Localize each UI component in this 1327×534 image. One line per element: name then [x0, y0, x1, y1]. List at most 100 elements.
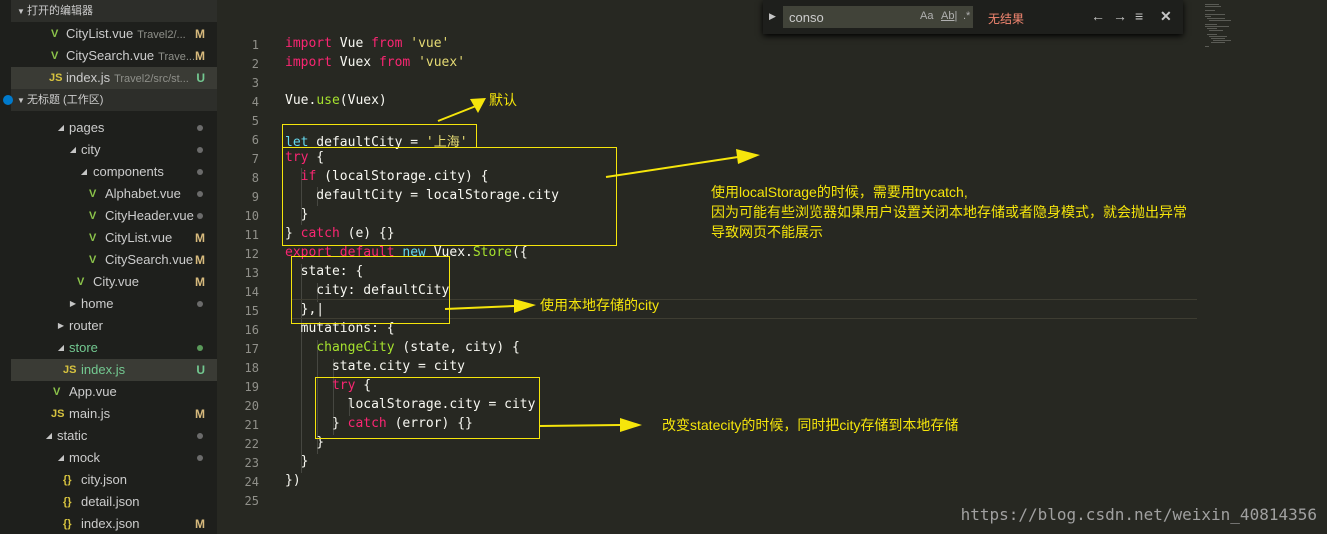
status-dot	[197, 433, 203, 439]
tree-file[interactable]: V City.vue M	[11, 271, 217, 293]
js-file-icon: JS	[49, 72, 63, 84]
code-line: },|	[285, 302, 325, 317]
regex-toggle[interactable]: .*	[963, 10, 971, 22]
vue-file-icon: V	[77, 276, 85, 288]
line-number: 25	[244, 494, 259, 508]
match-case-toggle[interactable]: Aa	[920, 10, 934, 22]
line-number: 14	[244, 285, 259, 299]
line-number: 2	[251, 57, 259, 71]
line-number: 4	[251, 95, 259, 109]
tree-file[interactable]: V App.vue	[11, 381, 217, 403]
code-line: } catch (e) {}	[285, 226, 395, 241]
open-editors-header[interactable]: ▼打开的编辑器	[11, 0, 217, 22]
activity-gutter	[0, 0, 11, 534]
vue-file-icon: V	[51, 50, 59, 62]
status-dot	[197, 301, 203, 307]
tree-folder-components[interactable]: ◢ components	[11, 161, 217, 183]
code-line: }	[285, 207, 309, 222]
minimap[interactable]	[1197, 0, 1327, 534]
tree-folder-store[interactable]: ◢ store	[11, 337, 217, 359]
annotation-default: 默认	[489, 92, 517, 108]
line-number: 10	[244, 209, 259, 223]
code-line: try {	[285, 150, 325, 165]
line-number: 22	[244, 437, 259, 451]
code-line: defaultCity = localStorage.city	[285, 188, 559, 203]
chevron-down-icon: ▼	[17, 7, 25, 16]
code-line: state.city = city	[285, 359, 466, 374]
find-input[interactable]: conso	[789, 10, 824, 25]
annotation-mutation: 改变statecity的时候，同时把city存储到本地存储	[662, 417, 959, 433]
json-file-icon: {}	[63, 518, 72, 530]
line-number: 7	[251, 152, 259, 166]
workspace-header[interactable]: ▼无标题 (工作区)	[11, 89, 217, 111]
find-widget: ▶ conso Aa Ab| .* 无结果 ← → ≡ ✕	[763, 0, 1183, 34]
code-line: state: {	[285, 264, 364, 279]
tree-folder-mock[interactable]: ◢ mock	[11, 447, 217, 469]
line-number: 5	[251, 114, 259, 128]
close-icon[interactable]: ✕	[1160, 8, 1172, 24]
tree-folder-router[interactable]: ▶ router	[11, 315, 217, 337]
chevron-down-icon: ◢	[57, 453, 65, 462]
tree-file-active[interactable]: JS index.js U	[11, 359, 217, 381]
code-line: }	[285, 435, 325, 450]
code-line: import Vue from 'vue'	[285, 36, 450, 51]
status-dot	[197, 191, 203, 197]
line-number: 13	[244, 266, 259, 280]
tree-file[interactable]: V CityList.vue M	[11, 227, 217, 249]
tree-file[interactable]: {} city.json	[11, 469, 217, 491]
workspace-indicator-icon	[3, 95, 13, 105]
annotation-state: 使用本地存储的city	[540, 297, 659, 313]
whole-word-toggle[interactable]: Ab|	[941, 10, 958, 22]
tree-file[interactable]: JS main.js M	[11, 403, 217, 425]
js-file-icon: JS	[63, 364, 77, 376]
find-in-selection-icon[interactable]: ≡	[1135, 8, 1144, 24]
vue-file-icon: V	[51, 28, 59, 40]
code-line: changeCity (state, city) {	[316, 340, 520, 355]
find-input-box[interactable]: conso Aa Ab| .*	[783, 6, 973, 28]
tree-folder-static[interactable]: ◢ static	[11, 425, 217, 447]
chevron-down-icon: ▼	[17, 96, 25, 105]
arrow-down-icon[interactable]: →	[1113, 8, 1127, 24]
line-number: 8	[251, 171, 259, 185]
line-number: 18	[244, 361, 259, 375]
tree-folder-city[interactable]: ◢ city	[11, 139, 217, 161]
line-number: 23	[244, 456, 259, 470]
code-line: try {	[331, 378, 372, 393]
js-file-icon: JS	[51, 408, 65, 420]
tree-file[interactable]: V CitySearch.vue M	[11, 249, 217, 271]
chevron-down-icon: ◢	[57, 343, 65, 352]
arrow-up-icon[interactable]: ←	[1091, 8, 1105, 24]
chevron-down-icon: ◢	[69, 145, 77, 154]
tree-folder-home[interactable]: ▶ home	[11, 293, 217, 315]
chevron-right-icon[interactable]: ▶	[769, 11, 776, 21]
json-file-icon: {}	[63, 474, 72, 486]
code-line: if (localStorage.city) {	[300, 169, 489, 184]
vue-file-icon: V	[89, 232, 97, 244]
tree-file[interactable]: V Alphabet.vue	[11, 183, 217, 205]
tree-file[interactable]: {} detail.json	[11, 491, 217, 513]
line-number: 24	[244, 475, 259, 489]
line-number: 1	[251, 38, 259, 52]
vue-file-icon: V	[89, 210, 97, 222]
vue-file-icon: V	[53, 386, 61, 398]
highlight-box	[291, 256, 450, 324]
line-number: 12	[244, 247, 259, 261]
find-result-text: 无结果	[988, 12, 1025, 26]
status-dot	[197, 455, 203, 461]
line-number: 9	[251, 190, 259, 204]
tree-file[interactable]: {} index.json M	[11, 513, 217, 534]
tree-file[interactable]: V CityHeader.vue	[11, 205, 217, 227]
status-dot	[197, 213, 203, 219]
tree-folder-pages[interactable]: ◢ pages	[11, 117, 217, 139]
chevron-down-icon: ◢	[57, 123, 65, 132]
code-line: let defaultCity = '上海'	[285, 135, 468, 150]
line-number: 11	[244, 228, 259, 242]
code-line: localStorage.city = city	[285, 397, 536, 412]
chevron-down-icon: ◢	[80, 167, 88, 176]
